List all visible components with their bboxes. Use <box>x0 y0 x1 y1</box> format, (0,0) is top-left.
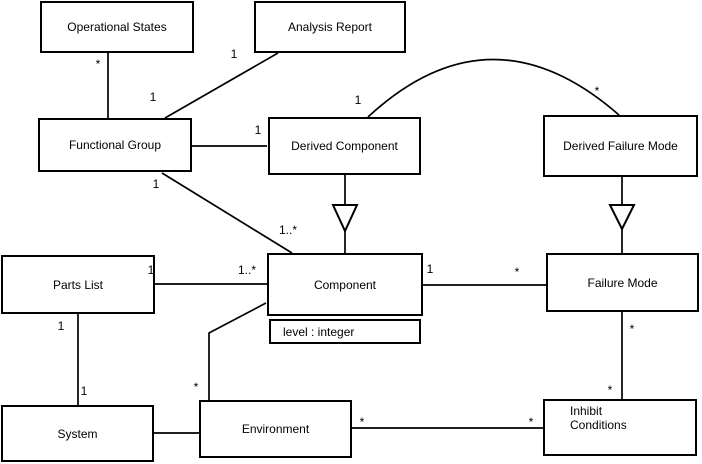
class-name-label: Failure Mode <box>587 275 658 290</box>
class-operational-states[interactable]: Operational States <box>40 1 194 53</box>
multiplicity-label: * <box>528 415 534 429</box>
class-name-label: Parts List <box>52 277 103 292</box>
multiplicity-label: 1 <box>230 47 238 61</box>
class-component-attribute-compartment[interactable]: level : integer <box>269 319 421 344</box>
multiplicity-label: * <box>193 380 199 394</box>
class-name-label: Environment <box>241 422 310 436</box>
class-failure-mode[interactable]: Failure Mode <box>546 253 699 312</box>
multiplicity-label: * <box>514 265 520 279</box>
multiplicity-label: * <box>95 57 101 71</box>
multiplicity-label: 1 <box>254 123 262 137</box>
multiplicity-label: 1..* <box>278 223 298 237</box>
class-name-label: Inhibit Conditions <box>570 404 627 432</box>
multiplicity-label: * <box>359 415 365 429</box>
attribute-label: level : integer <box>283 324 355 339</box>
class-functional-group[interactable]: Functional Group <box>38 118 192 172</box>
class-derived-component[interactable]: Derived Component <box>268 117 421 175</box>
class-name-label: Analysis Report <box>287 20 373 34</box>
multiplicity-label: 1 <box>426 262 434 276</box>
class-name-label: Derived Component <box>291 139 398 153</box>
multiplicity-label: 1 <box>149 90 157 104</box>
class-parts-list[interactable]: Parts List <box>1 255 155 314</box>
class-system[interactable]: System <box>1 405 154 462</box>
multiplicity-label: * <box>594 84 600 98</box>
association-derived-component-derived-failure-mode-arc <box>367 58 620 118</box>
association-environment-component <box>208 302 267 400</box>
multiplicity-label: 1 <box>80 384 88 398</box>
class-analysis-report[interactable]: Analysis Report <box>254 1 406 53</box>
multiplicity-label: 1 <box>147 263 155 277</box>
class-name-label: Component <box>313 277 377 292</box>
generalization-derived-failure-mode-to-failure-mode <box>608 177 636 253</box>
association-functional-group-analysis-report <box>164 52 279 119</box>
multiplicity-label: 1..* <box>237 263 257 277</box>
multiplicity-label: * <box>607 383 613 397</box>
class-name-label: Derived Failure Mode <box>563 139 678 153</box>
multiplicity-label: 1 <box>57 319 65 333</box>
class-inhibit-conditions[interactable]: Inhibit Conditions <box>543 399 697 456</box>
multiplicity-label: 1 <box>152 177 160 191</box>
inheritance-arrowhead-icon <box>608 204 636 232</box>
class-name-label: Functional Group <box>68 138 162 152</box>
class-component[interactable]: Component <box>267 253 423 316</box>
inheritance-arrowhead-icon <box>331 204 359 234</box>
class-derived-failure-mode[interactable]: Derived Failure Mode <box>543 115 698 177</box>
association-functional-group-component <box>161 172 293 254</box>
class-name-label: Operational States <box>67 20 167 34</box>
generalization-derived-component-to-component <box>331 175 359 253</box>
class-name-label: System <box>57 426 98 441</box>
multiplicity-label: 1 <box>354 93 362 107</box>
multiplicity-label: * <box>629 322 635 336</box>
class-environment[interactable]: Environment <box>199 400 352 458</box>
